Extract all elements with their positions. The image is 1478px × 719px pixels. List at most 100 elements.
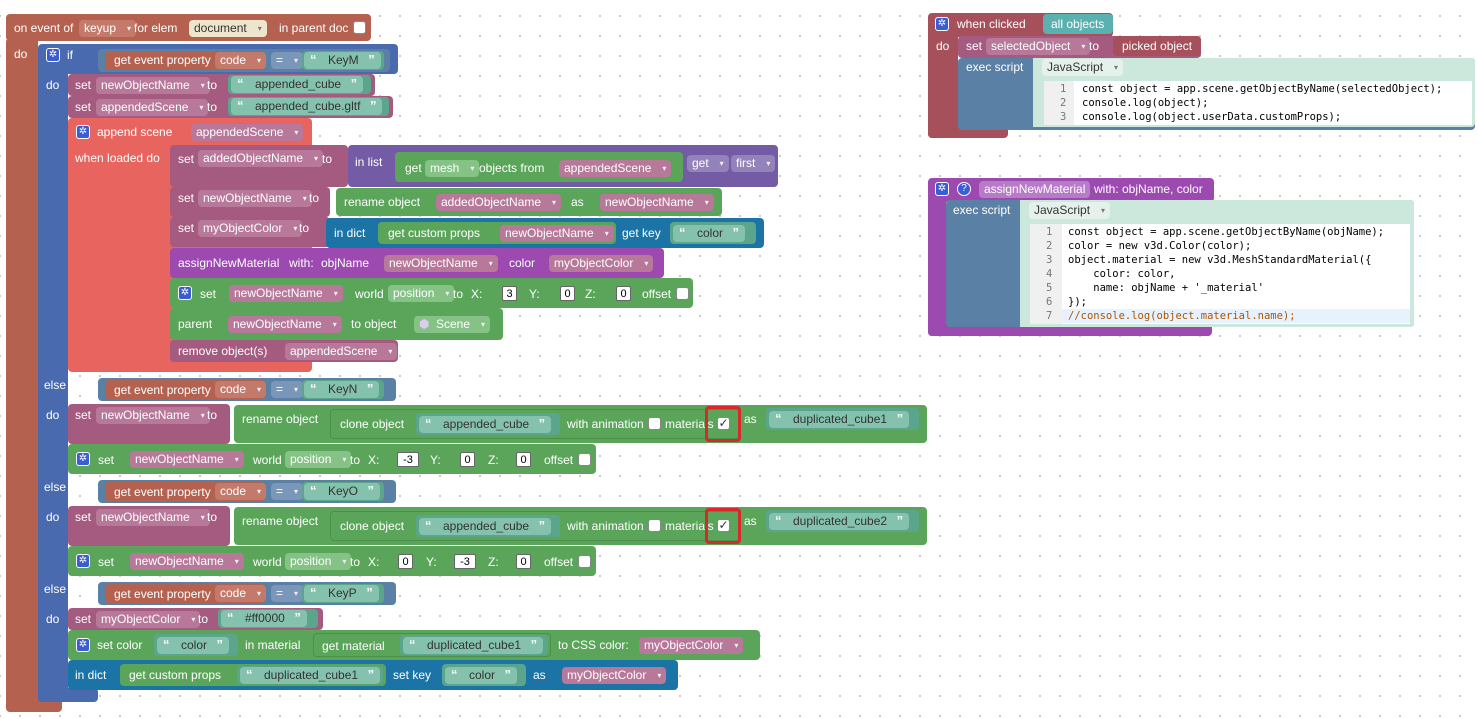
key-string[interactable]: “color” xyxy=(673,225,746,242)
key-string[interactable]: “KeyN” xyxy=(304,381,380,398)
set-label: set xyxy=(98,555,115,569)
type-dropdown[interactable]: mesh▾ xyxy=(425,160,480,177)
var-dropdown[interactable]: newObjectName▾ xyxy=(229,285,343,302)
var-dropdown[interactable]: appendedScene▾ xyxy=(559,160,672,177)
y-value[interactable]: 0 xyxy=(560,286,575,301)
string-value[interactable]: “appended_cube” xyxy=(231,76,364,93)
key-string[interactable]: “KeyM” xyxy=(304,52,381,69)
get-mode-dropdown[interactable]: get▾ xyxy=(687,155,729,172)
property-dropdown[interactable]: position▾ xyxy=(285,553,352,570)
operator-value: = xyxy=(276,484,284,498)
gear-icon[interactable]: ✲ xyxy=(76,554,90,568)
var-dropdown[interactable]: addedObjectName▾ xyxy=(436,194,562,211)
string-value[interactable]: “#ff0000” xyxy=(221,610,307,627)
gear-icon[interactable]: ✲ xyxy=(76,452,90,466)
x-value[interactable]: 3 xyxy=(502,286,517,301)
var-dropdown[interactable]: selectedObject▾ xyxy=(986,38,1091,55)
language-dropdown[interactable]: JavaScript▾ xyxy=(1042,59,1124,76)
var-dropdown[interactable]: appendedScene▾ xyxy=(285,343,398,360)
prop-dropdown[interactable]: code▾ xyxy=(215,585,267,602)
var-dropdown[interactable]: myObjectColor▾ xyxy=(96,611,201,628)
var-dropdown[interactable]: newObjectName▾ xyxy=(228,316,342,333)
var-dropdown[interactable]: newObjectName▾ xyxy=(384,255,498,272)
on-event-block[interactable] xyxy=(6,14,371,41)
materials-checkbox[interactable]: ✓ xyxy=(717,518,730,532)
code-editor[interactable]: 1 2 3 4 5 6 7 const object = app.scene.g… xyxy=(1030,224,1410,324)
code-editor[interactable]: 1 2 3 const object = app.scene.getObject… xyxy=(1044,81,1472,125)
property-dropdown[interactable]: position▾ xyxy=(388,285,455,302)
var-dropdown[interactable]: myObjectColor▾ xyxy=(549,255,654,272)
z-value[interactable]: 0 xyxy=(516,452,531,467)
offset-checkbox[interactable] xyxy=(578,555,591,568)
string-value[interactable]: “duplicated_cube2” xyxy=(769,513,910,530)
y-value[interactable]: -3 xyxy=(454,554,476,569)
string-value[interactable]: “duplicated_cube1” xyxy=(769,411,910,428)
gear-icon[interactable]: ✲ xyxy=(935,17,949,31)
offset-checkbox[interactable] xyxy=(578,453,591,466)
if-block-spine xyxy=(38,70,68,702)
z-value[interactable]: 0 xyxy=(616,286,631,301)
var-dropdown[interactable]: newObjectName▾ xyxy=(130,553,244,570)
prop-dropdown[interactable]: code▾ xyxy=(215,483,267,500)
which-dropdown[interactable]: first▾ xyxy=(731,155,776,172)
help-icon[interactable]: ? xyxy=(957,182,971,196)
x-value[interactable]: 0 xyxy=(398,554,413,569)
string-value[interactable]: “appended_cube” xyxy=(419,416,552,433)
string-value[interactable]: “color” xyxy=(445,667,518,684)
with-animation-checkbox[interactable] xyxy=(648,417,661,430)
materials-checkbox[interactable]: ✓ xyxy=(717,416,730,430)
string-value[interactable]: “color” xyxy=(157,637,230,654)
get-material-label: get material xyxy=(322,639,385,653)
key-string[interactable]: “KeyO” xyxy=(304,483,381,500)
else-if-label: else if xyxy=(44,480,76,494)
z-value[interactable]: 0 xyxy=(516,554,531,569)
on-event-label: on event of xyxy=(14,21,74,35)
var-dropdown[interactable]: newObjectName▾ xyxy=(198,190,312,207)
var-dropdown[interactable]: myObjectColor▾ xyxy=(562,667,667,684)
var-dropdown[interactable]: myObjectColor▾ xyxy=(639,637,744,654)
chevron-down-icon: ▾ xyxy=(234,557,239,566)
element-dropdown[interactable]: document▾ xyxy=(189,20,267,37)
gear-icon[interactable]: ✲ xyxy=(76,638,90,652)
procedure-name-field[interactable]: assignNewMaterial xyxy=(979,181,1091,198)
with-animation-checkbox[interactable] xyxy=(648,519,661,532)
string-value[interactable]: “duplicated_cube1” xyxy=(240,667,381,684)
string-value[interactable]: “appended_cube.gltf” xyxy=(231,98,383,115)
all-objects-block[interactable] xyxy=(1043,14,1113,34)
prop-dropdown[interactable]: code▾ xyxy=(215,52,267,69)
var-dropdown[interactable]: newObjectName▾ xyxy=(500,225,614,242)
gear-icon[interactable]: ✲ xyxy=(76,125,90,139)
to-label: to xyxy=(350,453,361,467)
var-dropdown[interactable]: myObjectColor▾ xyxy=(198,220,303,237)
var-dropdown[interactable]: addedObjectName▾ xyxy=(198,150,324,167)
x-value[interactable]: -3 xyxy=(397,452,419,467)
gear-icon[interactable]: ✲ xyxy=(935,182,949,196)
offset-checkbox[interactable] xyxy=(676,287,689,300)
prop-dropdown[interactable]: code▾ xyxy=(215,381,267,398)
event-type-dropdown[interactable]: keyup▾ xyxy=(79,20,137,37)
operator-dropdown[interactable]: =▾ xyxy=(271,483,304,500)
close-quote-icon: ” xyxy=(366,585,373,600)
var-dropdown[interactable]: appendedScene▾ xyxy=(191,124,304,141)
var-dropdown[interactable]: newObjectName▾ xyxy=(130,451,244,468)
string-value[interactable]: “appended_cube” xyxy=(419,518,552,535)
var-dropdown[interactable]: appendedScene▾ xyxy=(96,99,209,116)
gear-icon[interactable]: ✲ xyxy=(178,286,192,300)
operator-dropdown[interactable]: =▾ xyxy=(271,381,304,398)
var-dropdown[interactable]: newObjectName▾ xyxy=(96,77,210,94)
y-value[interactable]: 0 xyxy=(460,452,475,467)
var-dropdown[interactable]: newObjectName▾ xyxy=(96,509,210,526)
property-dropdown[interactable]: position▾ xyxy=(285,451,352,468)
picked-object-block[interactable] xyxy=(1113,36,1201,56)
var-dropdown[interactable]: newObjectName▾ xyxy=(600,194,714,211)
string-value[interactable]: “duplicated_cube1” xyxy=(403,637,544,654)
var-dropdown[interactable]: newObjectName▾ xyxy=(96,407,210,424)
operator-dropdown[interactable]: =▾ xyxy=(271,52,304,69)
operator-dropdown[interactable]: =▾ xyxy=(271,585,304,602)
gear-icon[interactable]: ✲ xyxy=(46,48,60,62)
in-parent-doc-checkbox[interactable] xyxy=(353,21,366,34)
language-dropdown[interactable]: JavaScript▾ xyxy=(1029,202,1111,219)
scene-dropdown[interactable]: ⬢Scene▾ xyxy=(414,316,491,333)
get-event-property-label: get event property xyxy=(114,383,211,397)
key-string[interactable]: “KeyP” xyxy=(304,585,379,602)
